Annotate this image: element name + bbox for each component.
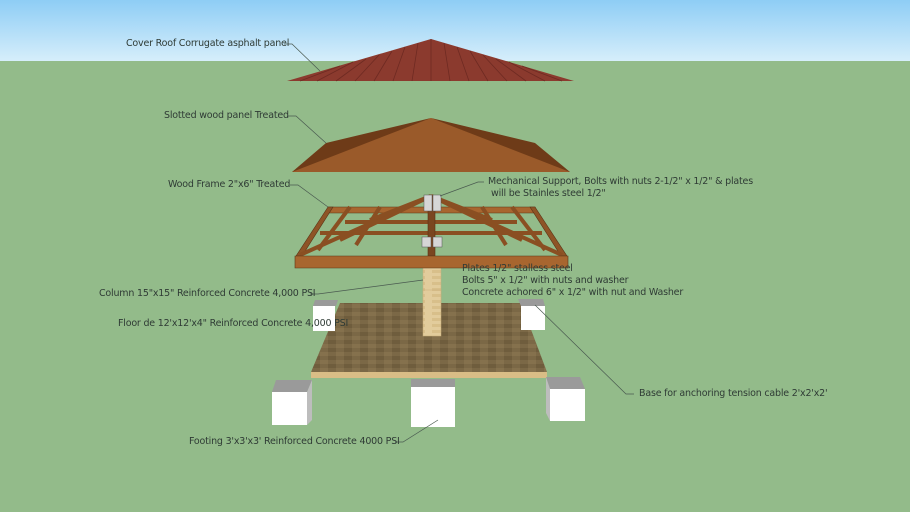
floor-slab	[311, 303, 547, 378]
cable-base-back-right	[518, 299, 545, 330]
label-wood-frame: Wood Frame 2"x6" Treated	[168, 179, 291, 190]
label-cable-base: Base for anchoring tension cable 2'x2'x2…	[639, 388, 828, 399]
label-wood-panel: Slotted wood panel Treated	[164, 110, 289, 121]
wood-frame	[294, 194, 569, 269]
footing-left	[272, 380, 312, 425]
cable-base-back-left	[313, 300, 338, 331]
label-floor: Floor de 12'x12'x4" Reinforced Concrete …	[118, 318, 349, 329]
label-plates-1: Plates 1/2" stalless steel	[462, 263, 573, 274]
label-plates-3: Concrete achored 6" x 1/2" with nut and …	[462, 287, 684, 298]
footing-center	[411, 379, 455, 427]
label-plates-2: Bolts 5" x 1/2" with nuts and washer	[462, 275, 629, 286]
roof-cover	[287, 39, 574, 82]
leader-lines	[284, 43, 634, 443]
footing-right	[546, 377, 585, 421]
column-lower	[422, 289, 442, 337]
label-mechanical-support-2: will be Stainles steel 1/2"	[491, 188, 606, 199]
steel-plates	[421, 194, 443, 248]
slotted-wood-panel	[292, 118, 570, 172]
label-footing: Footing 3'x3'x3' Reinforced Concrete 400…	[189, 436, 400, 447]
label-mechanical-support-1: Mechanical Support, Bolts with nuts 2-1/…	[488, 176, 753, 187]
label-column: Column 15"x15" Reinforced Concrete 4,000…	[99, 288, 316, 299]
label-roof-cover: Cover Roof Corrugate asphalt panel	[126, 38, 290, 49]
